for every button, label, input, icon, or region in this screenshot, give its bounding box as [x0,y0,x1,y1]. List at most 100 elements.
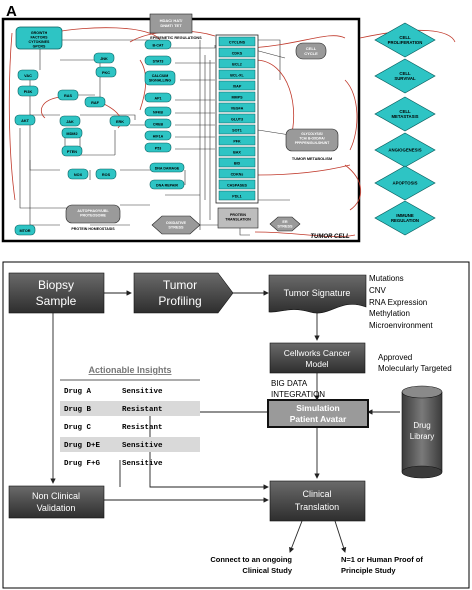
gene-xiap-label: XIAP [233,84,242,88]
gene-vegfa-label: VEGFA [231,106,244,110]
phenotype-cell-proliferation [374,22,436,58]
drug-name: Drug D+E [64,442,101,450]
connect-line-2: Clinical Study [242,566,292,575]
drug-library-line-2: Library [410,432,434,441]
gene-mmps [218,91,256,102]
node-ros [95,168,117,180]
node-dna-repair-label: DNA REPAIR [156,183,178,187]
gene-bax [218,146,256,157]
node-p53 [144,142,172,153]
node-akt-label: AKT [21,119,29,123]
node-jak-label: JAK [66,120,74,124]
oxidative-stress-hex [151,215,201,235]
clinical-line-2: Translation [295,502,339,512]
drug-result: Resistant [122,406,163,414]
gene-bcl2 [218,58,256,69]
gene-mmps-label: MMPS [231,95,243,99]
biopsy-box [8,272,105,314]
cellworks-line-2: Model [305,359,328,369]
tumor-signature-label: Tumor Signature [284,288,351,298]
clinical-translation-box [269,480,366,522]
non-clinical-line-1: Non Clinical [32,491,80,501]
node-nfkb-label: NFKB [153,110,163,114]
gene-glut3-label: GLUT3 [231,117,243,121]
tumor-cell-caption: TUMOR CELL [310,234,350,240]
clinical-line-1: Clinical [302,489,331,499]
panel-a-label: A [6,3,17,20]
gene-xiap [218,80,256,91]
protein-homeostasis-label: PROTEIN HOMEOSTASIS [71,227,115,231]
gene-cdks [218,47,256,58]
node-erk-label: ERK [116,120,124,124]
phenotype-apoptosis [374,165,436,201]
actionable-title: Actionable Insights [88,365,171,375]
phenotype-cell-metastasis [374,96,436,132]
epigenetic-label: EPIGENETIC REGULATIONS [150,36,202,40]
node-pkc [95,66,117,78]
node-creb [144,118,172,129]
gene-vegfa [218,102,256,113]
cellworks-line-1: Cellworks Cancer [284,348,351,358]
metabolism-box [285,128,339,152]
drug-result: Sensitive [122,388,163,396]
node-stat3 [144,55,172,66]
node-jak [59,115,81,127]
signature-list: Mutations CNV RNA Expression Methylation… [369,274,433,330]
node-mtor [14,224,36,236]
signature-item: RNA Expression [369,298,427,307]
metabolism-label: GLYCOLYSIS/TCA/ B-OXD/FA/PPP/PEN/GLN-SHU… [295,132,330,145]
gene-cyclins-label: CYCLINS [229,40,246,44]
gene-pfk-label: PFK [233,139,241,143]
drug-row-shade [60,437,200,452]
drug-result: Resistant [122,424,163,432]
tumor-signature-shape [268,274,367,314]
biopsy-line-2: Sample [36,294,77,308]
node-dna-damage-label: DNA DAMAGE [155,166,180,170]
gene-bid-label: BID [234,161,241,165]
gene-bcl-xl [218,69,256,80]
node-vac-label: VAC [24,74,32,78]
node-b-cat-label: B-CAT [153,43,165,47]
node-creb-label: CREB [153,122,164,126]
node-hif1a-label: HIF1A [153,134,164,138]
drug-library-cylinder: Drug Library [401,385,443,479]
big-data-line-2: INTEGRATION [271,390,325,399]
node-calcium-signalling [144,70,176,86]
non-clinical-box [8,485,105,519]
drug-result: Sensitive [122,442,163,450]
node-growth-factors [15,26,63,50]
node-pi3k [17,85,39,97]
node-nox [67,168,89,180]
simulation-line-1: Simulation [296,403,339,413]
node-ras [57,89,79,101]
drug-name: Drug A [64,388,92,396]
node-pten-label: PTEN [67,150,77,154]
tumor-profiling-line-2: Profiling [158,294,201,308]
gene-bcl-xl-label: BCL-XL [230,73,244,77]
node-mdm2-label: MDM2 [66,132,77,136]
panel-b-frame [2,261,470,589]
node-ap1-label: AP1 [155,96,162,100]
gene-bid [218,157,256,168]
gene-cdkns [218,168,256,179]
node-p53-label: P53 [155,146,161,150]
gene-glut3 [218,113,256,124]
simulation-line-2: Patient Avatar [290,414,347,424]
tumor-metabolism-label: TUMOR METABOLISM [292,157,332,161]
signature-item: Mutations [369,274,404,283]
node-stat3-label: STAT3 [153,59,164,63]
node-raf-label: RAF [91,101,99,105]
gene-bax-label: BAX [233,150,241,154]
